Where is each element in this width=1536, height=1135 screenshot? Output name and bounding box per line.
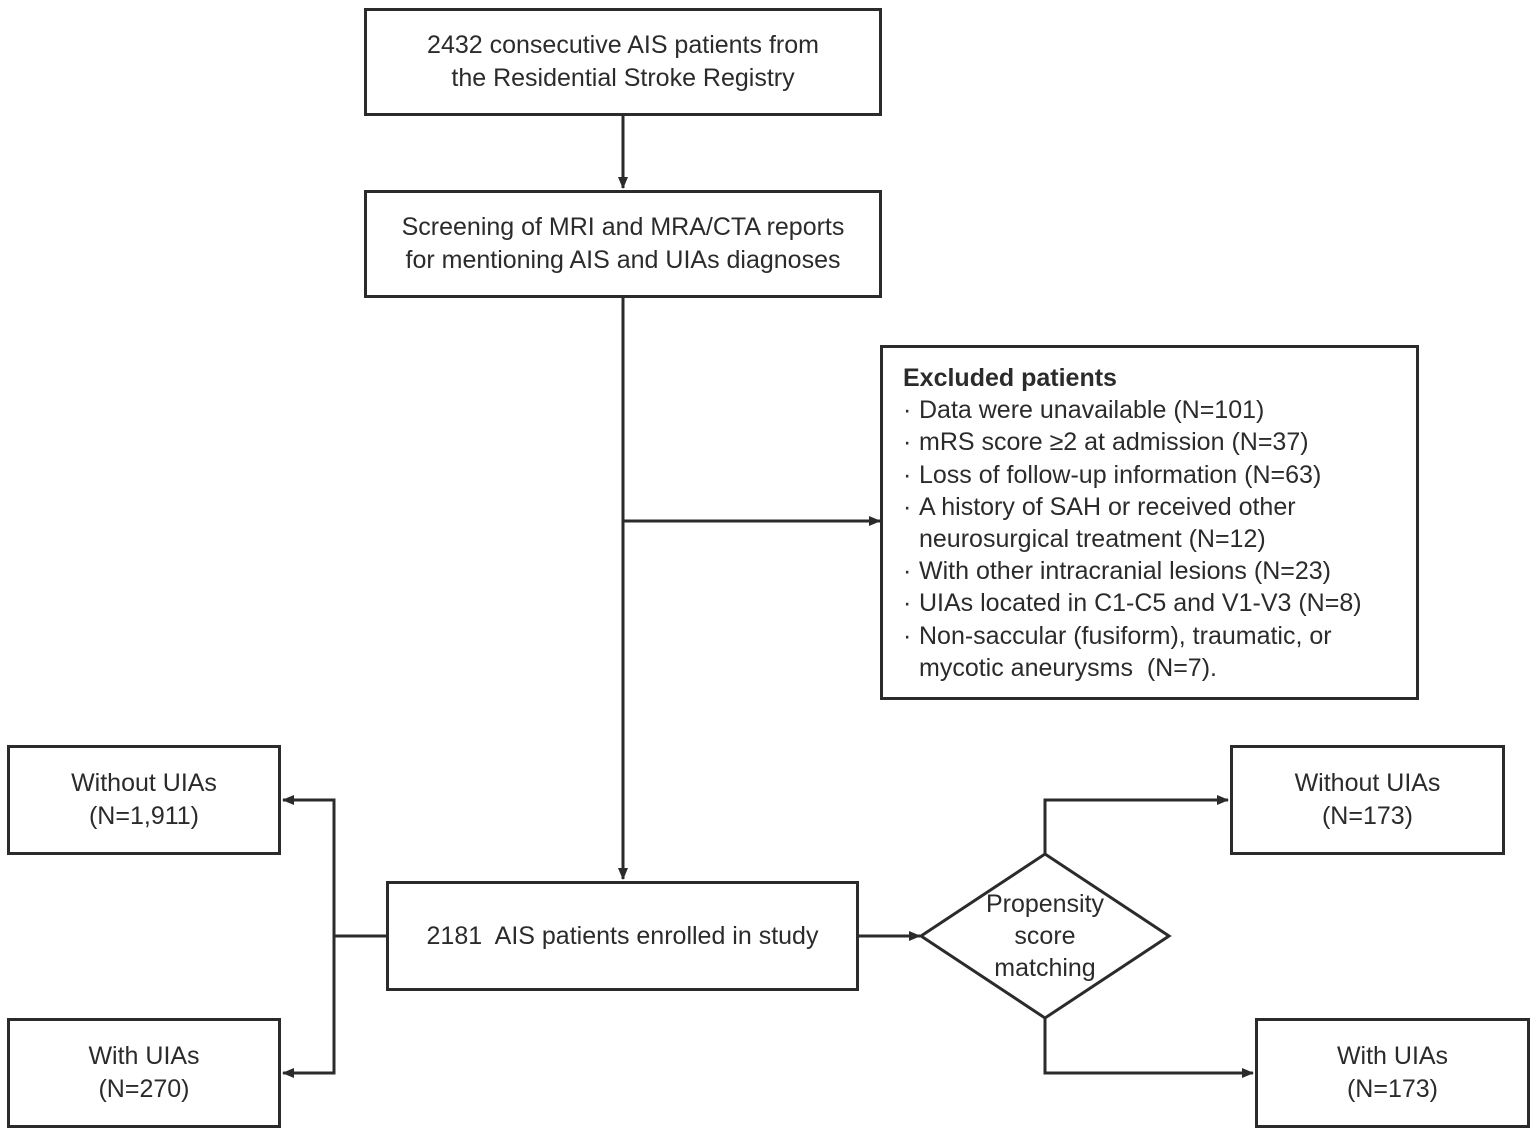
screening-box: Screening of MRI and MRA/CTA reports for… — [364, 190, 882, 298]
left-without-count: (N=1,911) — [88, 802, 199, 830]
bullet-icon: · — [903, 492, 912, 521]
registry-box: 2432 consecutive AIS patients from the R… — [364, 8, 882, 116]
enrolled-box: 2181 AIS patients enrolled in study — [386, 881, 859, 991]
arrow-to-right-without — [1043, 795, 1229, 854]
excluded-item-text: Non-saccular (fusiform), traumatic, or — [919, 621, 1332, 650]
bullet-icon: · — [903, 428, 912, 457]
excluded-title: Excluded patients — [903, 364, 1117, 392]
excluded-item-continued: neurosurgical treatment (N=12) — [903, 523, 1266, 555]
registry-line-1: 2432 consecutive AIS patients from — [427, 31, 819, 59]
excluded-item-text: With other intracranial lesions (N=23) — [919, 557, 1331, 586]
left-without-label: Without UIAs — [71, 769, 217, 797]
psm-line-3: matching — [994, 954, 1096, 982]
excluded-item: ·UIAs located in C1-C5 and V1-V3 (N=8) — [903, 587, 1362, 619]
psm-line-1: Propensity — [985, 890, 1105, 918]
psm-label: Propensity score matching — [950, 888, 1140, 984]
excluded-item-text: Loss of follow-up information (N=63) — [919, 460, 1322, 489]
left-without-uias-box: Without UIAs (N=1,911) — [7, 745, 281, 855]
excluded-item-text: Data were unavailable (N=101) — [919, 396, 1265, 425]
excluded-item: ·mRS score ≥2 at admission (N=37) — [903, 426, 1309, 458]
bullet-icon: · — [903, 396, 912, 425]
bullet-icon: · — [903, 589, 912, 618]
registry-line-2: the Residential Stroke Registry — [451, 64, 795, 92]
right-without-uias-box: Without UIAs (N=173) — [1230, 745, 1505, 855]
right-without-count: (N=173) — [1321, 802, 1413, 830]
right-without-label: Without UIAs — [1294, 769, 1441, 797]
bullet-icon: · — [903, 557, 912, 586]
excluded-item: ·Data were unavailable (N=101) — [903, 394, 1264, 426]
right-with-label: With UIAs — [1336, 1042, 1449, 1070]
excluded-item: ·With other intracranial lesions (N=23) — [903, 555, 1331, 587]
arrow-to-left-without — [282, 795, 336, 936]
excluded-box: Excluded patients ·Data were unavailable… — [880, 345, 1419, 700]
left-with-uias-box: With UIAs (N=270) — [7, 1018, 281, 1128]
left-with-count: (N=270) — [98, 1075, 190, 1103]
screening-line-1: Screening of MRI and MRA/CTA reports — [401, 213, 845, 241]
bullet-icon: · — [903, 621, 912, 650]
excluded-item-text: A history of SAH or received other — [919, 492, 1296, 521]
right-with-count: (N=173) — [1346, 1075, 1438, 1103]
excluded-item: ·A history of SAH or received other — [903, 491, 1296, 523]
excluded-item-text: mRS score ≥2 at admission (N=37) — [919, 428, 1309, 457]
bullet-icon: · — [903, 460, 912, 489]
excluded-item-continued: mycotic aneurysms (N=7). — [903, 652, 1217, 684]
excluded-item-text: UIAs located in C1-C5 and V1-V3 (N=8) — [919, 589, 1362, 618]
arrow-to-left-with — [282, 936, 336, 1078]
excluded-item: ·Loss of follow-up information (N=63) — [903, 459, 1321, 491]
right-with-uias-box: With UIAs (N=173) — [1255, 1018, 1530, 1128]
screening-line-2: for mentioning AIS and UIAs diagnoses — [405, 246, 841, 274]
excluded-item: ·Non-saccular (fusiform), traumatic, or — [903, 620, 1332, 652]
excluded-item-text: mycotic aneurysms (N=7). — [919, 653, 1217, 682]
left-with-label: With UIAs — [88, 1042, 200, 1070]
arrow-to-right-with — [1043, 1018, 1254, 1078]
enrolled-label: 2181 AIS patients enrolled in study — [426, 921, 819, 950]
excluded-item-text: neurosurgical treatment (N=12) — [919, 525, 1266, 554]
psm-line-2: score — [1014, 922, 1076, 950]
